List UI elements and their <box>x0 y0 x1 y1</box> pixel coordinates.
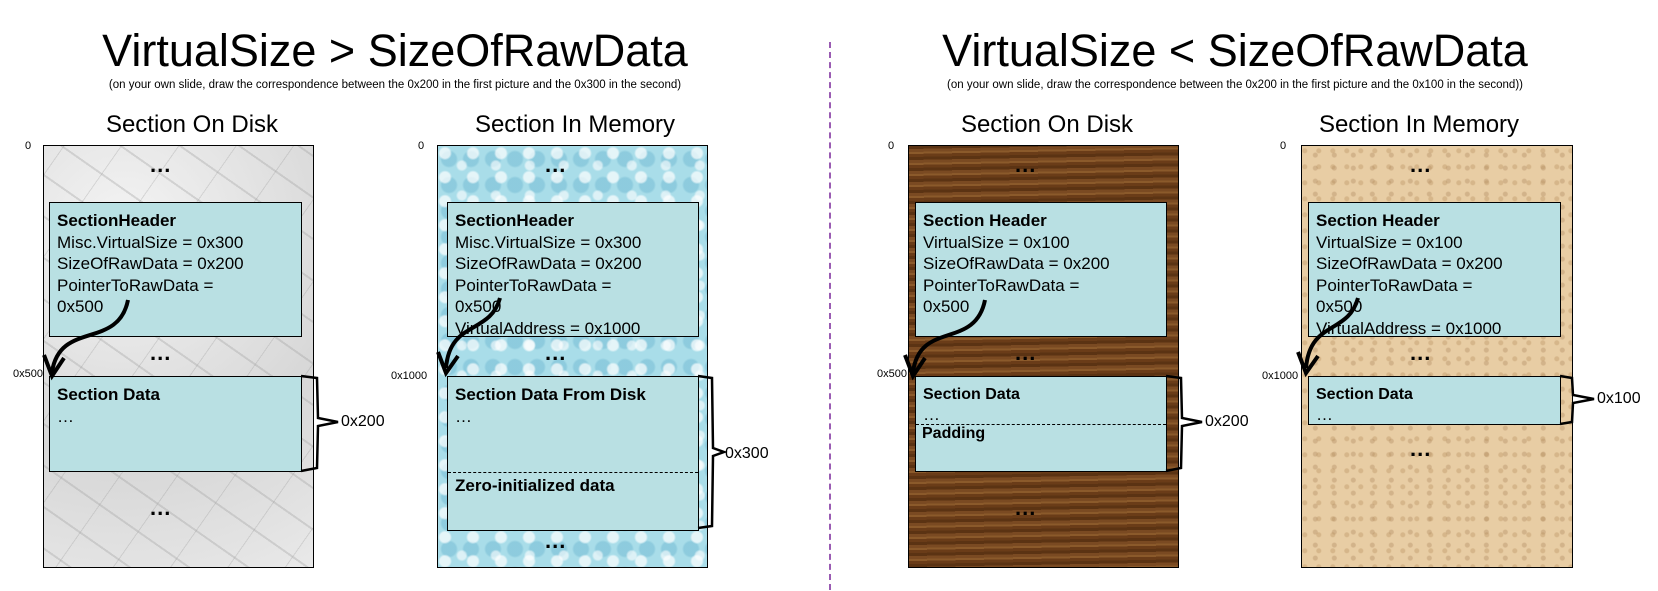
left-disk-header-line: PointerToRawData = <box>57 275 214 295</box>
left-subtitle: (on your own slide, draw the corresponde… <box>108 79 682 91</box>
right-disk-size-label: 0x200 <box>1205 413 1249 430</box>
left-disk-data-ellipsis: … <box>57 406 74 426</box>
left-disk-header-line: 0x500 <box>57 297 104 316</box>
right-disk-heading: Section On Disk <box>960 111 1134 138</box>
right-memory-section-data: Section Data … <box>1308 376 1561 425</box>
center-divider <box>829 42 831 590</box>
right-memory-header-line: PointerToRawData = <box>1316 275 1473 295</box>
left-memory-pointer-arrow <box>444 297 502 369</box>
left-memory-header-title: SectionHeader <box>455 211 575 230</box>
right-disk-section-header: Section Header VirtualSize = 0x100 SizeO… <box>915 202 1167 337</box>
right-memory-data-title: Section Data <box>1316 386 1413 403</box>
left-disk-pointer-arrow <box>50 299 130 373</box>
right-memory-header-line: VirtualAddress = 0x1000 <box>1316 318 1502 338</box>
right-disk-top-ellipsis: ... <box>1015 152 1037 177</box>
right-disk-pointer-arrow <box>911 299 987 373</box>
left-disk-mid-ellipsis: ... <box>150 340 172 365</box>
left-disk-header-line: Misc.VirtualSize = 0x300 <box>57 232 244 252</box>
left-memory-header-line: PointerToRawData = <box>455 275 612 295</box>
right-disk-size-brace <box>1165 374 1203 473</box>
right-memory-size-label: 0x100 <box>1597 390 1641 407</box>
left-memory-mid-ellipsis: ... <box>545 340 567 365</box>
left-memory-section-data: Section Data From Disk … <box>447 376 699 531</box>
left-memory-header-line: SizeOfRawData = 0x200 <box>455 254 642 273</box>
left-memory-origin: 0 <box>418 140 425 152</box>
left-memory-size-brace <box>697 374 728 530</box>
right-disk-origin: 0 <box>888 140 895 152</box>
right-title: VirtualSize < SizeOfRawData <box>942 25 1528 76</box>
right-memory-top-ellipsis: ... <box>1410 152 1432 177</box>
left-memory-zero-label: Zero-initialized data <box>455 476 615 495</box>
left-memory-header-line: Misc.VirtualSize = 0x300 <box>455 232 642 252</box>
right-disk-bottom-ellipsis: ... <box>1015 495 1037 520</box>
right-memory-header-line: VirtualSize = 0x100 <box>1316 232 1463 252</box>
left-disk-size-label: 0x200 <box>341 413 385 430</box>
left-disk-header-line: SizeOfRawData = 0x200 <box>57 254 244 273</box>
left-memory-data-ellipsis: … <box>455 406 472 426</box>
left-disk-bottom-ellipsis: ... <box>150 495 172 520</box>
left-disk-data-title: Section Data <box>57 385 160 404</box>
left-disk-top-ellipsis: ... <box>150 152 172 177</box>
right-disk-data-ellipsis: … <box>923 405 940 424</box>
right-disk-mid-ellipsis: ... <box>1015 340 1037 365</box>
right-memory-pointer-arrow <box>1304 297 1360 369</box>
right-disk-header-title: Section Header <box>923 211 1047 230</box>
right-memory-header-line: SizeOfRawData = 0x200 <box>1316 254 1503 273</box>
left-disk-section-data: Section Data … <box>49 376 302 472</box>
left-memory-top-ellipsis: ... <box>545 152 567 177</box>
left-disk-size-brace <box>300 374 339 473</box>
right-disk-padding-label: Padding <box>922 425 986 442</box>
right-memory-offset: 0x1000 <box>1262 370 1299 382</box>
right-disk-header-line: 0x500 <box>923 297 970 316</box>
left-disk-heading: Section On Disk <box>105 111 279 138</box>
right-disk-header-line: VirtualSize = 0x100 <box>923 232 1070 252</box>
right-disk-data-title: Section Data <box>923 386 1020 403</box>
left-disk-header-title: SectionHeader <box>57 211 177 230</box>
left-memory-offset: 0x1000 <box>391 370 428 382</box>
right-disk-offset: 0x500 <box>877 368 907 380</box>
right-disk-header-line: SizeOfRawData = 0x200 <box>923 254 1110 273</box>
left-memory-heading: Section In Memory <box>474 111 676 138</box>
right-memory-data-ellipsis: … <box>1316 405 1333 424</box>
right-memory-size-brace <box>1559 374 1595 426</box>
right-memory-mid-ellipsis: ... <box>1410 340 1432 365</box>
left-memory-size-label: 0x300 <box>725 445 769 462</box>
right-memory-origin: 0 <box>1280 140 1287 152</box>
right-memory-mid2-ellipsis: ... <box>1410 436 1432 461</box>
left-memory-bottom-ellipsis: ... <box>545 528 567 553</box>
right-memory-heading: Section In Memory <box>1318 111 1520 138</box>
right-disk-header-line: PointerToRawData = <box>923 275 1080 295</box>
left-title: VirtualSize > SizeOfRawData <box>102 25 688 76</box>
left-disk-section-header: SectionHeader Misc.VirtualSize = 0x300 S… <box>49 202 302 337</box>
left-memory-zero-divider <box>448 472 698 473</box>
left-memory-header-line: 0x500 <box>455 297 502 316</box>
left-memory-header-line: VirtualAddress = 0x1000 <box>455 318 641 338</box>
left-memory-data-title: Section Data From Disk <box>455 385 646 404</box>
right-memory-header-title: Section Header <box>1316 211 1440 230</box>
right-disk-padding-divider <box>916 424 1166 425</box>
left-disk-offset: 0x500 <box>13 368 43 380</box>
left-disk-origin: 0 <box>25 140 32 152</box>
right-subtitle: (on your own slide, draw the corresponde… <box>947 79 1523 91</box>
